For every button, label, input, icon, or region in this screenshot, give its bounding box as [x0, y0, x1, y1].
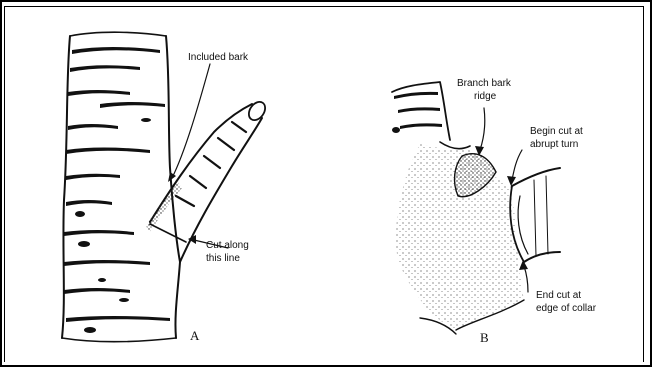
panel-a-drawing: [62, 32, 268, 342]
trunk-bottom-edge: [62, 338, 176, 342]
trunk-top-edge: [70, 32, 166, 36]
panel-b-label: B: [480, 330, 489, 345]
end-cut-arrow: [524, 266, 528, 292]
panel-a-label: A: [190, 328, 200, 343]
branch-bark-ridge-label-line2: ridge: [474, 91, 497, 102]
branch-b-bottom-edge: [524, 252, 560, 262]
cut-line-label-line1: Cut along: [206, 240, 249, 251]
branch-b-top-edge: [512, 168, 560, 186]
ridge-top-edge: [440, 142, 470, 149]
included-bark-label: Included bark: [188, 52, 249, 63]
collar-inner-edge: [518, 196, 528, 254]
cut-line: [150, 224, 186, 242]
stem-bark-bands: [392, 92, 442, 133]
begin-cut-label-line1: Begin cut at: [530, 126, 583, 137]
branch-b-stripes: [534, 176, 548, 256]
panel-b-drawing: [392, 82, 560, 334]
branch-bark-ridge-label-line1: Branch bark: [457, 78, 512, 89]
branch-cut-end: [246, 99, 269, 123]
begin-cut-arrow: [512, 150, 522, 180]
ridge-arrow: [480, 108, 485, 150]
cut-line-label-line2: this line: [206, 253, 240, 264]
end-cut-label-line1: End cut at: [536, 290, 581, 301]
end-cut-label-line2: edge of collar: [536, 303, 597, 314]
trunk-bark-bands: [64, 47, 170, 333]
begin-cut-label-line2: abrupt turn: [530, 139, 578, 150]
